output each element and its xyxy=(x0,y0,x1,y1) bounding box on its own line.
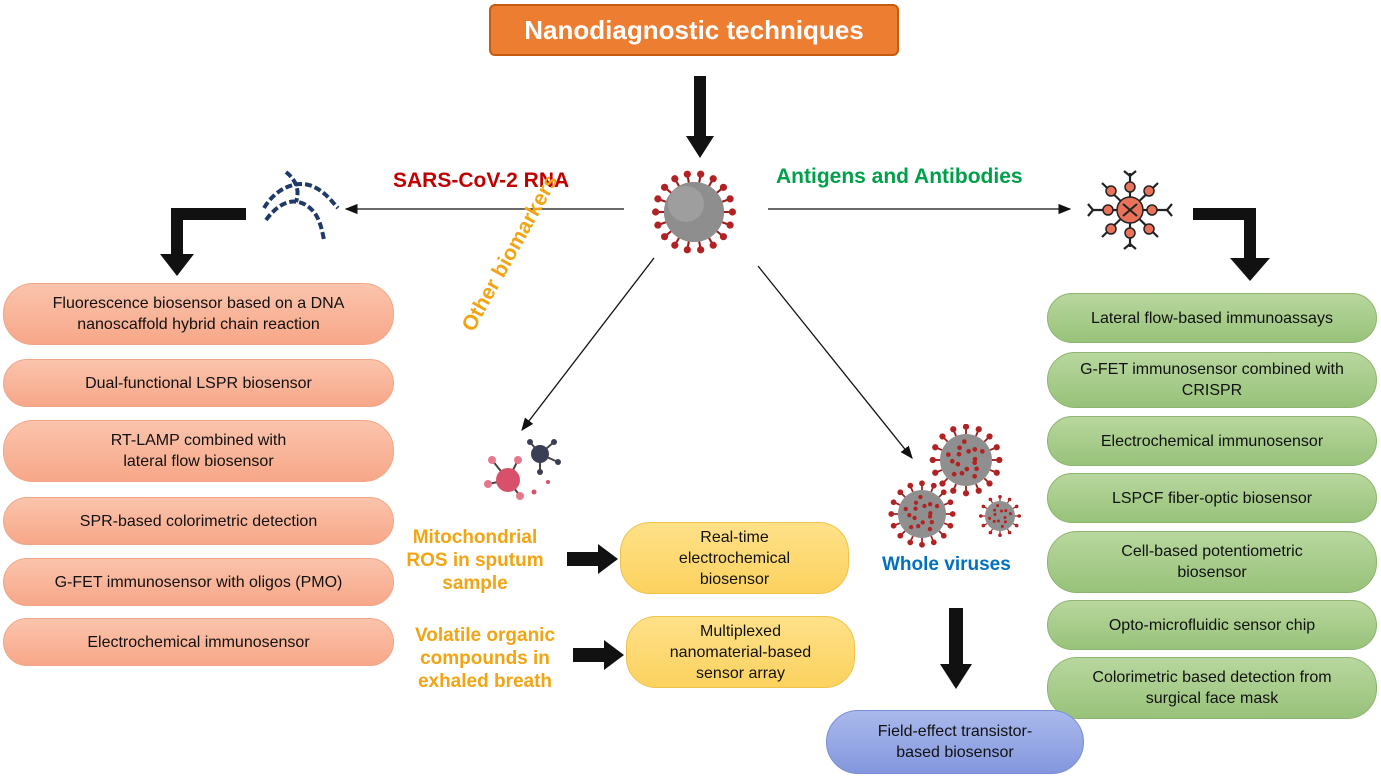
diagram-title: Nanodiagnostic techniques xyxy=(489,4,899,56)
antigen-method-pill: Lateral flow-based immunoassays xyxy=(1047,293,1377,343)
antigen-method-pill: G-FET immunosensor combined with CRISPR xyxy=(1047,352,1377,408)
voc-label: Volatile organic compounds in exhaled br… xyxy=(414,625,556,692)
rna-method-pill: Dual-functional LSPR biosensor xyxy=(3,359,394,407)
rna-method-pill: Electrochemical immunosensor xyxy=(3,618,394,666)
rna-elbow-arrow xyxy=(160,208,246,276)
antigen-method-pill: Opto-microfluidic sensor chip xyxy=(1047,600,1377,650)
antigen-elbow-arrow xyxy=(1193,208,1270,281)
whole-method-pill: Field-effect transistor-based biosensor xyxy=(826,710,1084,774)
antigen-method-pill: Cell-based potentiometric biosensor xyxy=(1047,531,1377,593)
rna-method-pill: G-FET immunosensor with oligos (PMO) xyxy=(3,558,394,606)
rna-branch-label: SARS-CoV-2 RNA xyxy=(393,169,570,192)
rna-method-pill: Fluorescence biosensor based on a DNA na… xyxy=(3,283,394,345)
whole-branch-label: Whole viruses xyxy=(882,554,1011,575)
whole-down-arrow xyxy=(940,608,972,689)
antigen-method-pill: Colorimetric based detection from surgic… xyxy=(1047,657,1377,719)
voc-method-pill: Multiplexed nanomaterial-based sensor ar… xyxy=(626,616,855,688)
antibody-icon xyxy=(1087,170,1173,250)
virus-icon xyxy=(652,170,736,254)
ros-arrow xyxy=(567,544,618,574)
antigen-branch-label: Antigens and Antibodies xyxy=(776,165,1023,188)
voc-arrow xyxy=(573,640,624,670)
arrow-to-other xyxy=(521,257,655,432)
antigen-method-pill: Electrochemical immunosensor xyxy=(1047,416,1377,466)
ros-method-pill: Real-time electrochemical biosensor xyxy=(620,522,849,594)
biomarker-molecule-icon xyxy=(484,439,561,500)
antigen-method-pill: LSPCF fiber-optic biosensor xyxy=(1047,473,1377,523)
rna-strand-icon xyxy=(262,170,340,241)
rna-method-pill: RT-LAMP combined with lateral flow biose… xyxy=(3,420,394,482)
ros-label: Mitochondrial ROS in sputum sample xyxy=(406,527,544,594)
arrow-to-whole xyxy=(757,265,913,460)
title-down-arrow xyxy=(686,76,714,158)
rna-method-pill: SPR-based colorimetric detection xyxy=(3,497,394,545)
virus-cluster-icon xyxy=(888,424,1021,548)
